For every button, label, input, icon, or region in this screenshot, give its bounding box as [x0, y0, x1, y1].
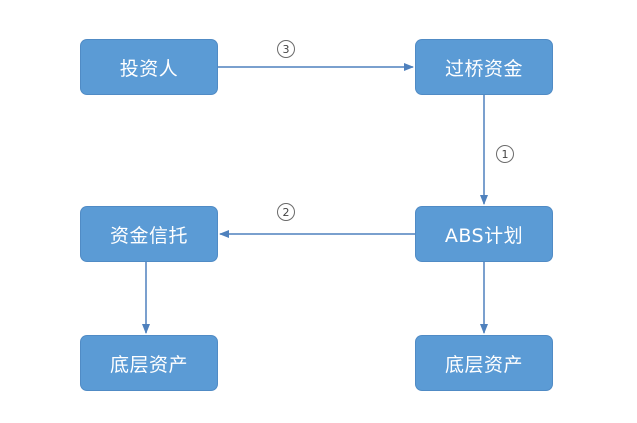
step-2-label: 2: [277, 203, 295, 221]
node-fund-trust: 资金信托: [80, 206, 218, 262]
node-investor: 投资人: [80, 39, 218, 95]
step-1-label: 1: [496, 145, 514, 163]
node-underlying-asset-right: 底层资产: [415, 335, 553, 391]
node-bridge-fund: 过桥资金: [415, 39, 553, 95]
node-abs-plan: ABS计划: [415, 206, 553, 262]
node-fund-trust-label: 资金信托: [109, 224, 188, 247]
node-bridge-fund-label: 过桥资金: [444, 57, 523, 80]
node-underlying-asset-right-label: 底层资产: [444, 353, 523, 376]
node-underlying-asset-left-label: 底层资产: [109, 353, 188, 376]
node-investor-label: 投资人: [119, 57, 179, 80]
step-3-label: 3: [277, 40, 295, 58]
node-abs-plan-label: ABS计划: [444, 224, 524, 247]
node-underlying-asset-left: 底层资产: [80, 335, 218, 391]
